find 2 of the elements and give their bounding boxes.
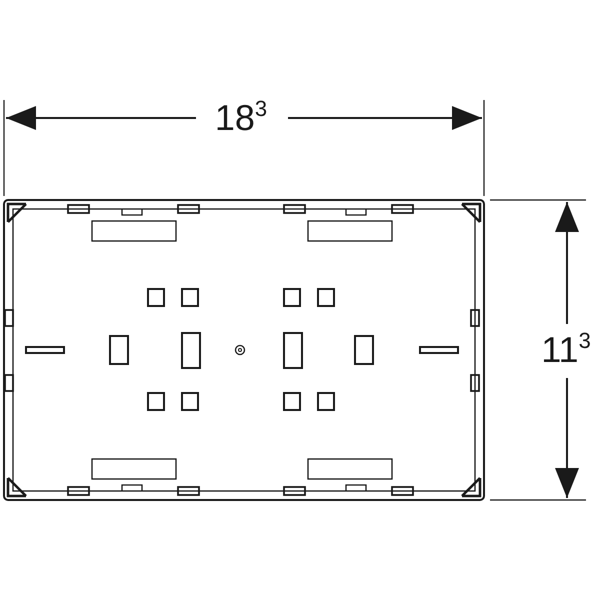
dimension-value: 11$^{3}$ (541, 330, 591, 370)
dimension-value: 18$^{3}$ (214, 98, 268, 138)
